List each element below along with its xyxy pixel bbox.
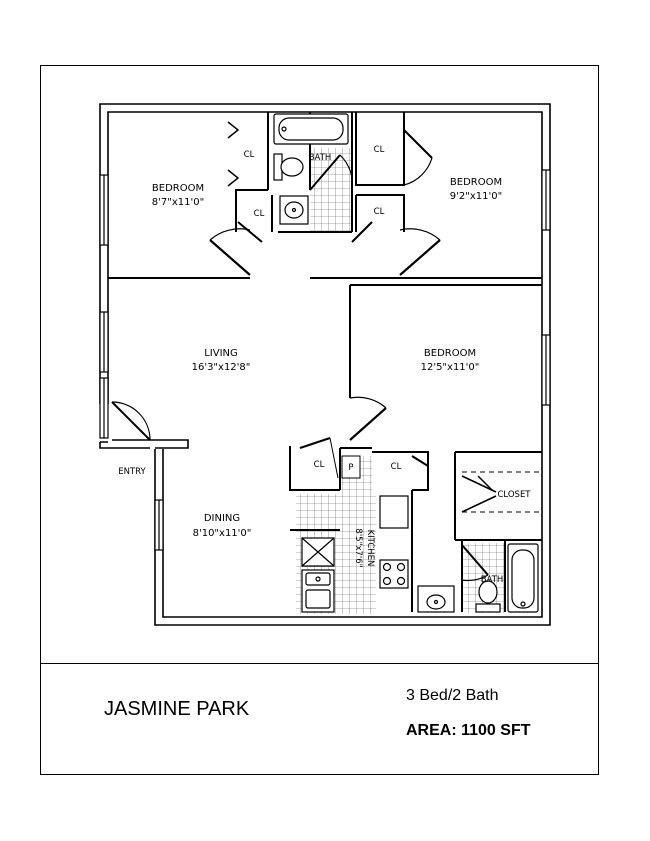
interior-walls <box>108 112 542 612</box>
cl-label-4: CL <box>374 207 385 217</box>
cl-label-5: CL <box>314 460 325 470</box>
kitchen-fixtures <box>301 495 409 613</box>
pantry-label: P <box>348 463 353 473</box>
cl-label-6: CL <box>391 462 402 472</box>
living-name: LIVING <box>204 348 238 359</box>
bath1-tile-floor <box>310 148 352 232</box>
bedroom3-dims: 12'5"x11'0" <box>421 362 480 373</box>
dining-name: DINING <box>204 513 240 524</box>
bedroom1-dims: 8'7"x11'0" <box>152 197 204 208</box>
bath2-label: BATH <box>481 575 504 585</box>
bedroom2-name: BEDROOM <box>450 177 502 188</box>
bath2-fixtures <box>417 543 539 613</box>
title-block: JASMINE PARK 3 Bed/2 Bath AREA: 1100 SFT <box>40 663 599 776</box>
living-dims: 16'3"x12'8" <box>192 362 251 373</box>
pantry-box <box>341 455 361 479</box>
property-name: JASMINE PARK <box>104 698 250 720</box>
kitchen-name: KITCHEN <box>365 530 375 567</box>
kitchen-dims: 8'5"x7'6" <box>353 528 363 567</box>
area: AREA: 1100 SFT <box>406 722 531 739</box>
dining-dims: 8'10"x11'0" <box>193 528 252 539</box>
toilet-icon <box>475 603 501 613</box>
dishwasher-icon <box>379 495 409 529</box>
bedroom3-name: BEDROOM <box>424 348 476 359</box>
bath1-label: BATH <box>309 153 332 163</box>
cl-label-2: CL <box>254 209 265 219</box>
drawing-frame <box>40 65 599 775</box>
windows <box>99 169 551 551</box>
unit-type: 3 Bed/2 Bath <box>406 687 499 704</box>
closet-label: CLOSET <box>497 490 531 500</box>
cl-label-3: CL <box>374 145 385 155</box>
bedroom2-dims: 9'2"x11'0" <box>450 191 502 202</box>
bedroom1-name: BEDROOM <box>152 183 204 194</box>
room-labels: BEDROOM 8'7"x11'0" BEDROOM 9'2"x11'0" BE… <box>118 145 531 585</box>
doors <box>111 121 493 582</box>
entry-label: ENTRY <box>118 467 146 477</box>
closet-rods <box>462 471 542 513</box>
cl-label-1: CL <box>244 150 255 160</box>
bath1-fixtures <box>273 113 349 225</box>
